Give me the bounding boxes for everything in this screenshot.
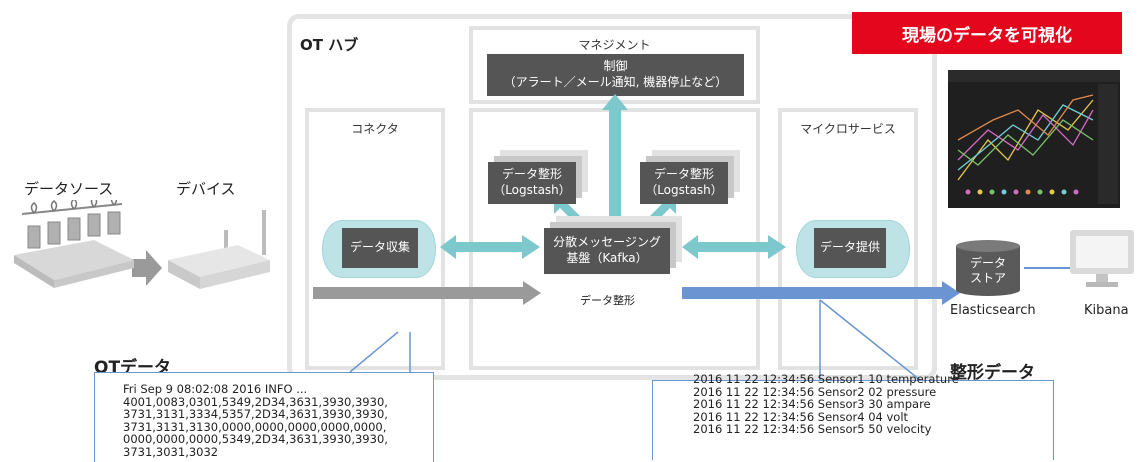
connector-title: コネクタ [351,122,399,136]
ot-data-line: 0000,0000,0000,5349,2D34,3631,3930,3930, [123,432,388,447]
kibana-label: Kibana [1084,303,1129,318]
management-panel: マネジメント 制御 （アラート／メール通知, 機器停止など） [469,26,760,104]
ot-data-line: 3731,3131,3334,5357,2D34,3631,3930,3930, [123,407,388,422]
kafka-title: 分散メッセージング [553,235,661,250]
shaped-data-line: 2016 11 22 12:34:56 Sensor4 04 volt [693,409,909,424]
shaped-data-title: 整形データ [950,363,1035,383]
visualize-badge: 現場のデータを可視化 [852,12,1122,54]
kibana-monitor-icon [1070,230,1134,287]
arrow-kafka-microservice [682,235,786,259]
control-subtitle: （アラート／メール通知, 機器停止など） [503,75,728,89]
elasticsearch-label: Elasticsearch [950,303,1036,318]
shaped-data-callout: 2016 11 22 12:34:56 Sensor1 10 temperatu… [652,373,1054,460]
ot-data-line: 3731,3031,3032 [123,444,219,459]
management-title: マネジメント [578,38,651,52]
control-box: 制御 （アラート／メール通知, 機器停止など） [487,54,744,96]
arrow-to-left-logstash [554,196,584,228]
ot-hub-frame [287,14,937,380]
arrow-to-right-logstash [646,196,676,228]
logstash-left-box: データ整形 （Logstash） [488,162,576,204]
ot-data-callout-line [349,331,399,373]
shaped-data-line: 2016 11 22 12:34:56 Sensor1 10 temperatu… [693,372,959,386]
device-label: デバイス [176,180,236,198]
arrow-connector-kafka [440,235,540,259]
logstash-right-title: データ整形 [653,167,714,182]
arrow-to-management [602,94,628,226]
data-collect-box: データ収集 [342,228,418,268]
arrow-shaped-data-flow [682,281,960,305]
datastore-label: データ ストア [956,256,1020,286]
ot-data-callout: Fri Sep 9 08:02:08 2016 INFO ... 4001,00… [94,372,434,462]
data-source-label: データソース [24,180,114,198]
logstash-right-sub: （Logstash） [645,183,723,197]
shaped-data-line: 2016 11 22 12:34:56 Sensor3 30 ampare [693,397,931,412]
logstash-left-title: データ整形 [501,167,562,182]
datastore-cylinder [956,240,1020,296]
kafka-sub: 基盤（Kafka） [566,251,648,265]
logstash-left-sub: （Logstash） [493,183,571,197]
device-router-illustration [168,210,270,289]
ot-hub-title: OT ハブ [300,36,359,54]
shaped-data-line: 2016 11 22 12:34:56 Sensor5 50 velocity [693,422,932,437]
shaped-data-line: 2016 11 22 12:34:56 Sensor2 02 pressure [693,384,937,399]
arrow-source-to-device [132,250,162,286]
center-shaping-caption: データ整形 [580,294,635,307]
data-provide-box: データ提供 [814,228,886,268]
datastore-label-line2: ストア [969,271,1006,285]
arrow-raw-data-flow [313,281,541,305]
ot-data-line: Fri Sep 9 08:02:08 2016 INFO ... [123,382,308,396]
microservice-title: マイクロサービス [800,122,896,136]
kibana-dashboard-screenshot [948,70,1120,208]
logstash-right-box: データ整形 （Logstash） [640,162,728,204]
control-title: 制御 [603,59,628,74]
kafka-box: 分散メッセージング 基盤（Kafka） [544,228,670,274]
ot-data-line: 3731,3131,3130,0000,0000,0000,0000,0000, [123,419,387,434]
factory-line-illustration [14,200,134,288]
ot-data-line: 4001,0083,0301,5349,2D34,3631,3930,3930, [123,394,388,409]
shaped-callout-line-2 [819,299,921,381]
datastore-label-line1: データ [969,256,1006,270]
